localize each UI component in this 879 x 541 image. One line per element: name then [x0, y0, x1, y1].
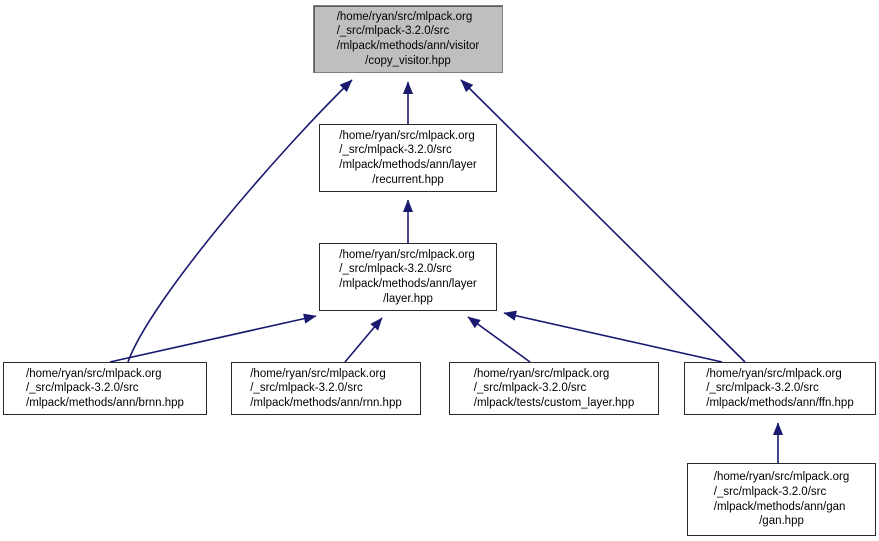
graph-node-line: /gan.hpp	[759, 515, 804, 528]
graph-node-line: /_src/mlpack-3.2.0/src	[250, 382, 363, 395]
graph-edge-custom_layer-to-layer	[467, 316, 531, 363]
graph-node-gan[interactable]: /home/ryan/src/mlpack.org/_src/mlpack-3.…	[687, 463, 876, 536]
graph-node-line: /copy_visitor.hpp	[365, 54, 451, 67]
graph-node-label-recurrent: /home/ryan/src/mlpack.org /_src/mlpack-3.…	[339, 129, 476, 187]
graph-node-line: /home/ryan/src/mlpack.org	[713, 471, 850, 484]
graph-node-line: /home/ryan/src/mlpack.org	[339, 248, 475, 261]
graph-node-line: /home/ryan/src/mlpack.org	[336, 10, 473, 23]
graph-node-line: /layer.hpp	[383, 292, 433, 305]
graph-edge-brnn-to-copy_visitor	[127, 79, 353, 363]
graph-edge-ffn-to-copy_visitor	[460, 79, 746, 363]
graph-node-ffn[interactable]: /home/ryan/src/mlpack.org /_src/mlpack-3.…	[684, 362, 876, 415]
graph-node-label-copy_visitor: /home/ryan/src/mlpack.org /_src/mlpack-3.…	[337, 10, 480, 68]
graph-node-line: /mlpack/methods/ann/ffn.hpp	[706, 396, 854, 409]
graph-node-label-layer: /home/ryan/src/mlpack.org /_src/mlpack-3.…	[339, 248, 476, 306]
graph-node-line: /mlpack/methods/ann/visitor	[336, 40, 480, 52]
graph-node-line: /_src/mlpack-3.2.0/src	[339, 263, 452, 276]
graph-node-line: /home/ryan/src/mlpack.org	[250, 367, 386, 380]
graph-node-line: /home/ryan/src/mlpack.org	[706, 367, 842, 380]
graph-node-custom_layer[interactable]: /home/ryan/src/mlpack.org /_src/mlpack-3.…	[449, 362, 659, 415]
graph-node-line: /mlpack/tests/custom_layer.hpp	[473, 396, 635, 409]
graph-node-line: /mlpack/methods/ann/rnn.hpp	[250, 396, 402, 409]
graph-node-line: /_src/mlpack-3.2.0/src	[336, 25, 450, 38]
graph-node-line: /mlpack/methods/ann/layer	[339, 278, 477, 290]
graph-node-line: /_src/mlpack-3.2.0/src	[473, 382, 587, 395]
graph-node-line: /home/ryan/src/mlpack.org	[339, 129, 475, 142]
graph-edge-rnn-to-layer	[344, 317, 383, 363]
graph-node-layer[interactable]: /home/ryan/src/mlpack.org /_src/mlpack-3.…	[319, 243, 497, 311]
graph-node-rnn[interactable]: /home/ryan/src/mlpack.org /_src/mlpack-3.…	[231, 362, 421, 415]
graph-node-recurrent[interactable]: /home/ryan/src/mlpack.org /_src/mlpack-3.…	[319, 124, 497, 192]
graph-node-line: /home/ryan/src/mlpack.org	[473, 367, 610, 380]
graph-node-label-brnn: /home/ryan/src/mlpack.org /_src/mlpack-3.…	[26, 367, 184, 411]
graph-node-line: /home/ryan/src/mlpack.org	[26, 367, 162, 380]
graph-node-copy_visitor[interactable]: /home/ryan/src/mlpack.org /_src/mlpack-3.…	[313, 5, 503, 73]
graph-node-line: /mlpack/methods/ann/gan	[713, 500, 846, 513]
graph-edge-ffn-to-layer	[503, 310, 723, 363]
graph-node-line: /_src/mlpack-3.2.0/src	[339, 144, 452, 157]
graph-edge-brnn-to-layer	[109, 313, 317, 363]
graph-node-line: /_src/mlpack-3.2.0/src	[26, 382, 139, 395]
graph-node-line: /recurrent.hpp	[372, 173, 444, 186]
graph-node-line: /mlpack/methods/ann/brnn.hpp	[26, 396, 184, 409]
graph-node-line: /mlpack/methods/ann/layer	[339, 159, 477, 171]
graph-node-label-gan: /home/ryan/src/mlpack.org/_src/mlpack-3.…	[714, 470, 850, 528]
graph-node-label-custom_layer: /home/ryan/src/mlpack.org /_src/mlpack-3.…	[474, 367, 634, 411]
graph-node-line: /_src/mlpack-3.2.0/src	[706, 382, 819, 395]
graph-node-label-ffn: /home/ryan/src/mlpack.org /_src/mlpack-3.…	[706, 367, 853, 411]
graph-node-brnn[interactable]: /home/ryan/src/mlpack.org /_src/mlpack-3.…	[3, 362, 207, 415]
graph-node-label-rnn: /home/ryan/src/mlpack.org /_src/mlpack-3.…	[250, 367, 402, 411]
graph-node-line: /_src/mlpack-3.2.0/src	[713, 485, 827, 498]
